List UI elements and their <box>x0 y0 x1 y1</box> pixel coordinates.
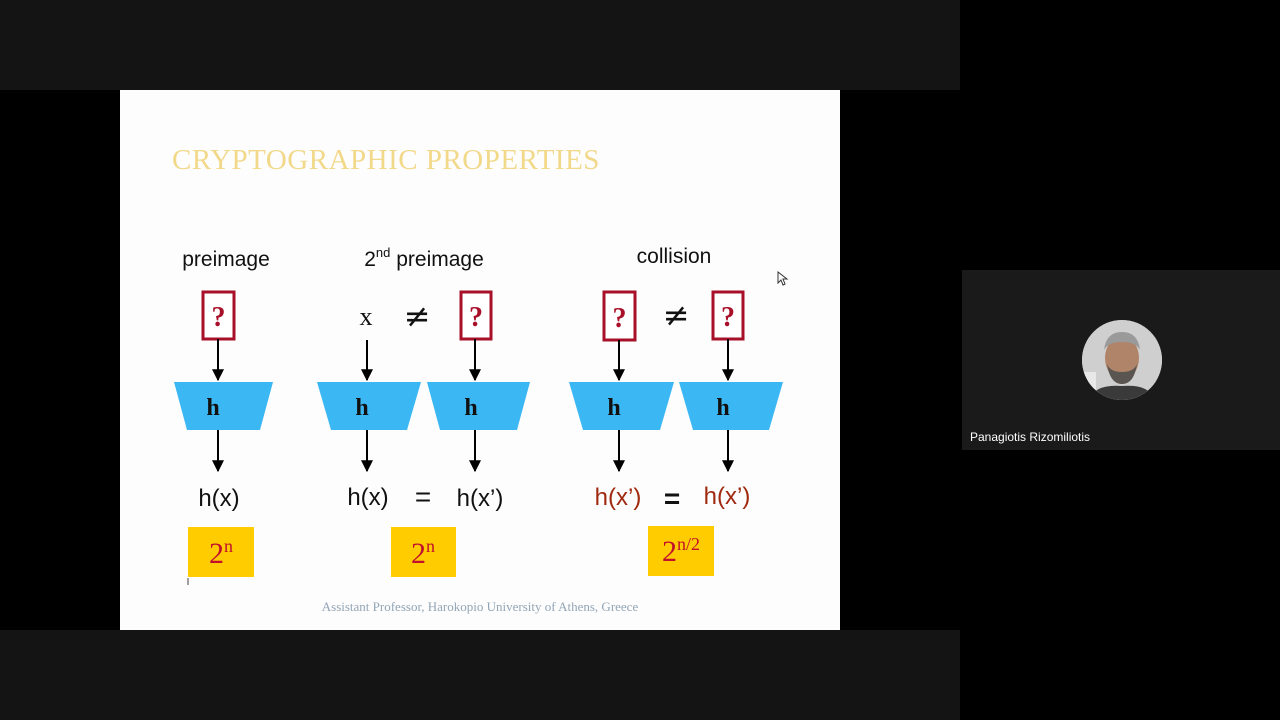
slide-footer: Assistant Professor, Harokopio Universit… <box>321 599 639 614</box>
svg-text:2n/2: 2n/2 <box>662 534 700 568</box>
mouse-pointer-icon <box>777 271 789 286</box>
slide-title: CRYPTOGRAPHIC PROPERTIES <box>172 144 600 176</box>
hash-output: h(x) <box>198 485 239 512</box>
hash-label: h <box>464 395 477 421</box>
complexity-badge: 2n/2 <box>648 526 714 576</box>
preimage-label: preimage <box>182 248 270 271</box>
hash-function-box: h <box>427 382 530 430</box>
complexity-badge: 2n <box>188 527 254 577</box>
question-mark: ? <box>721 302 735 333</box>
collision-label: collision <box>637 245 712 268</box>
complexity-badge: 2n <box>391 527 456 577</box>
unknown-input-box: ? <box>602 290 637 342</box>
participant-name: Panagiotis Rizomiliotis <box>970 430 1091 444</box>
svg-text:2n: 2n <box>411 536 435 570</box>
hash-properties-diagram: preimage ? h h(x) 2n <box>174 245 783 585</box>
equals-sign: = <box>415 481 431 512</box>
presentation-stage: CRYPTOGRAPHIC PROPERTIES preimage ? h <box>0 0 960 720</box>
hash-function-box: h <box>174 382 273 430</box>
question-mark: ? <box>613 303 627 334</box>
equals-sign: = <box>664 483 680 514</box>
participant-avatar <box>1082 320 1162 400</box>
hash-output-right: h(x’) <box>457 485 504 512</box>
avatar-portrait-icon <box>1082 320 1162 400</box>
unknown-input-box: ? <box>201 290 236 341</box>
hash-output-left: h(x) <box>347 484 388 511</box>
unknown-input-box: ? <box>711 290 745 341</box>
hash-label: h <box>206 395 219 421</box>
second-preimage-label: 2nd preimage <box>364 245 484 271</box>
hash-output-left: h(x’) <box>595 484 642 511</box>
hash-function-box: h <box>317 382 421 430</box>
hash-label: h <box>716 395 729 421</box>
unknown-input-box: ? <box>459 290 493 341</box>
hash-output-right: h(x’) <box>704 483 751 510</box>
svg-text:2n: 2n <box>209 536 233 570</box>
question-mark: ? <box>212 302 226 333</box>
collision-column: collision ? ≠ ? h h <box>569 245 783 576</box>
second-preimage-column: 2nd preimage x ≠ ? h h <box>317 245 530 577</box>
stage-bottom-band <box>0 630 960 720</box>
not-equal-sign: ≠ <box>404 297 431 335</box>
not-equal-sign: ≠ <box>663 296 690 334</box>
presentation-slide: CRYPTOGRAPHIC PROPERTIES preimage ? h <box>120 90 840 630</box>
hash-label: h <box>607 395 620 421</box>
preimage-column: preimage ? h h(x) 2n <box>174 248 273 585</box>
complexity-base: 2 <box>662 535 677 568</box>
question-mark: ? <box>469 302 483 333</box>
participant-tile[interactable]: Panagiotis Rizomiliotis <box>962 270 1280 450</box>
hash-function-box: h <box>569 382 674 430</box>
hash-label: h <box>355 395 368 421</box>
stage-top-band <box>0 0 960 90</box>
complexity-exponent: n <box>224 536 233 556</box>
complexity-base: 2 <box>209 537 224 570</box>
complexity-exponent: n <box>426 536 435 556</box>
complexity-base: 2 <box>411 537 426 570</box>
hash-function-box: h <box>679 382 783 430</box>
known-input-x: x <box>360 302 373 331</box>
complexity-exponent: n/2 <box>677 534 700 554</box>
